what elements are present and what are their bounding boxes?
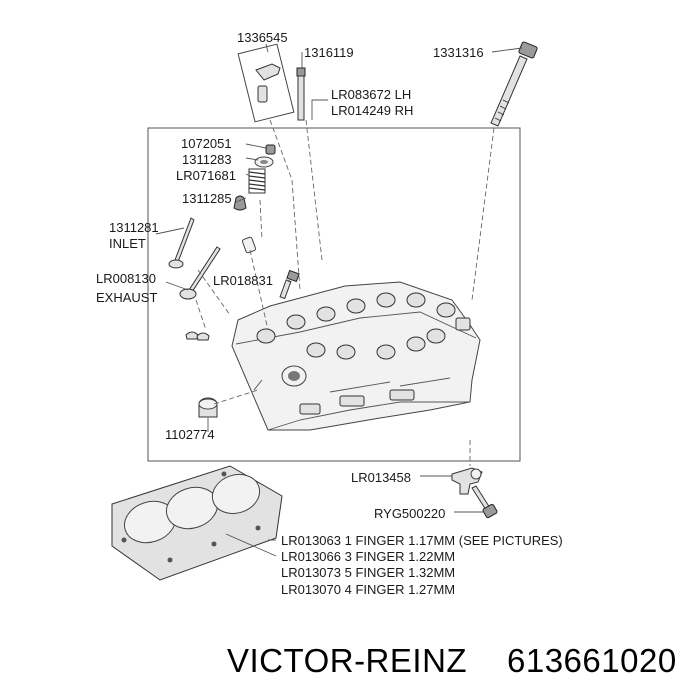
cylinder-head-part [231, 281, 481, 431]
label-1102774: 1102774 [165, 427, 215, 442]
valve-keepers-part [185, 331, 210, 341]
head-bolt-part [490, 41, 538, 127]
label-1311281: 1311281 [109, 220, 159, 235]
label-inlet: INLET [109, 236, 146, 251]
brand-name: VICTOR-REINZ [227, 642, 467, 679]
label-lr071681: LR071681 [176, 168, 236, 183]
stud-bolt-part [279, 269, 300, 300]
label-ryg500220: RYG500220 [374, 506, 445, 521]
label-lr013458: LR013458 [351, 470, 411, 485]
label-gasket-4-finger: LR013070 4 FINGER 1.27MM [281, 582, 455, 597]
valve-spring-part [248, 168, 266, 194]
label-lr014249-rh: LR014249 RH [331, 103, 413, 118]
inlet-valve-part [168, 217, 195, 269]
valve-seal-part [233, 195, 247, 211]
label-lr083672-lh: LR083672 LH [331, 87, 411, 102]
label-1072051: 1072051 [181, 136, 232, 151]
spring-seat-part [254, 156, 274, 168]
label-1336545: 1336545 [237, 30, 288, 45]
label-gasket-1-finger: LR013063 1 FINGER 1.17MM (SEE PICTURES) [281, 533, 563, 548]
label-1311285: 1311285 [182, 191, 232, 206]
part-number: 613661020 [507, 642, 677, 679]
exhaust-valve-part [179, 246, 221, 300]
valve-guide-part [241, 236, 257, 254]
label-1316119: 1316119 [304, 45, 354, 60]
sensor-bolt-part [471, 485, 498, 519]
head-gasket-part [111, 465, 283, 581]
rocker-arm-part [237, 43, 295, 123]
assembly-frame [147, 127, 521, 462]
label-exhaust: EXHAUST [96, 290, 157, 305]
label-1311283: 1311283 [182, 152, 232, 167]
seal-ring-part [198, 397, 218, 418]
label-lr008130: LR008130 [96, 271, 156, 286]
label-lr018831: LR018831 [213, 273, 273, 288]
leader-lines [155, 43, 523, 557]
temperature-sensor-part [451, 467, 483, 495]
label-gasket-3-finger: LR013066 3 FINGER 1.22MM [281, 549, 455, 564]
valve-cap-part [265, 144, 276, 155]
label-1331316: 1331316 [433, 45, 484, 60]
stud-part [296, 67, 306, 121]
label-gasket-5-finger: LR013073 5 FINGER 1.32MM [281, 565, 455, 580]
